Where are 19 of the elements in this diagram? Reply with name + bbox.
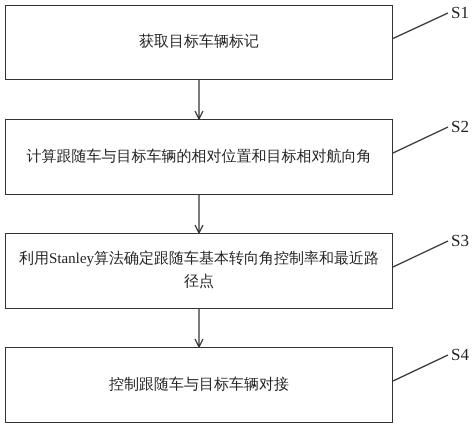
step-text: 控制跟随车与目标车辆对接 [109,376,289,394]
step-text: 计算跟随车与目标车辆的相对位置和目标相对航向角 [26,147,372,166]
process-box [5,119,393,195]
leader-line [392,126,448,154]
step-number: S2 [451,117,469,137]
leader-line [392,240,448,268]
process-box [5,5,393,80]
step-number: S4 [451,345,469,365]
step-text: 获取目标车辆标记 [139,32,259,52]
leader-line [392,354,448,382]
arrow [194,80,204,120]
arrow [194,309,204,348]
process-box [5,233,393,309]
leader-line [392,12,448,40]
step-number: S1 [451,3,469,23]
arrow [194,195,204,234]
step-text: 利用Stanley算法确定跟随车基本转向角控制率和最近路径点 [18,249,380,292]
process-box [5,347,393,423]
step-number: S3 [451,231,469,251]
